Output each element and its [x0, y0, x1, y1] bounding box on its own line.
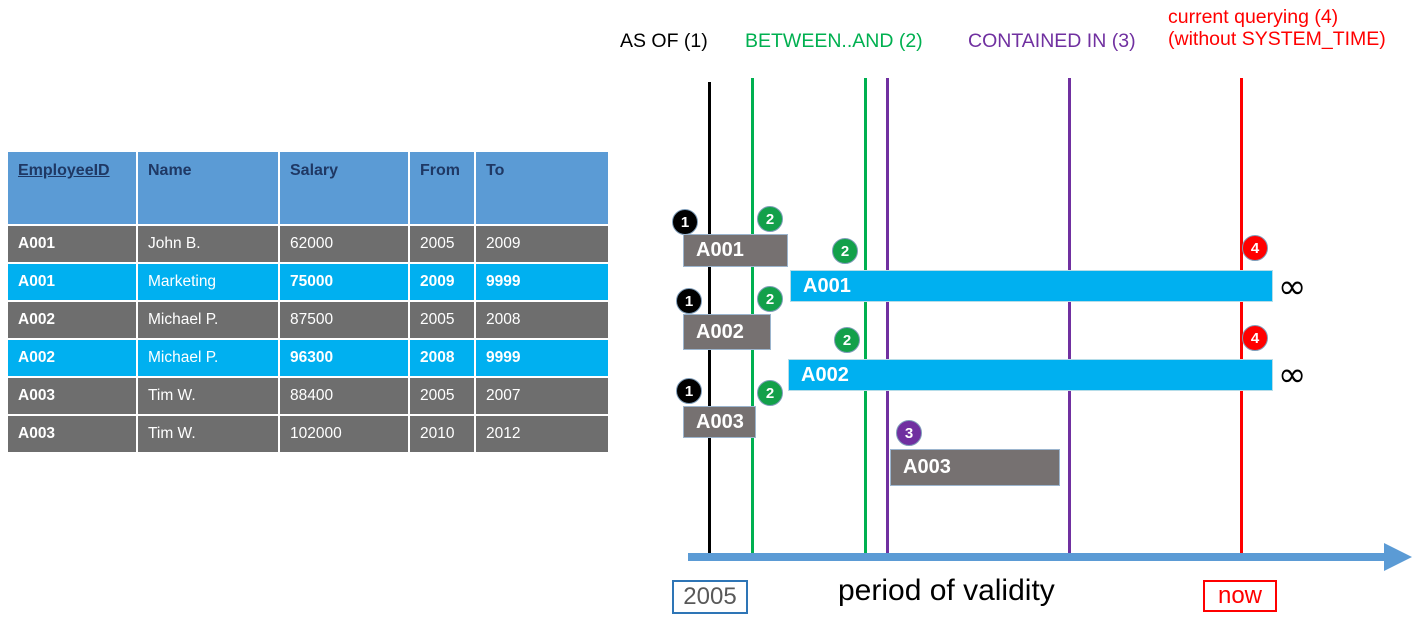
- bar-a003-historical: A003: [683, 406, 756, 438]
- cell-employeeid: A003: [8, 378, 138, 416]
- column-header-from: From: [410, 152, 476, 226]
- table-row: A002 Michael P. 96300 2008 9999: [8, 340, 608, 378]
- cell-to: 2012: [476, 416, 608, 454]
- column-header-salary-label: Salary: [290, 162, 339, 179]
- cell-to: 9999: [476, 340, 608, 378]
- timeline-axis: [688, 553, 1388, 561]
- marker-2-between-a002-cyan: 2: [834, 327, 860, 353]
- marker-2-between-a001-gray: 2: [757, 206, 783, 232]
- bar-a002-current: A002: [788, 359, 1273, 391]
- column-header-name-label: Name: [148, 162, 192, 179]
- legend-as-of: AS OF (1): [620, 30, 708, 52]
- legend-between-and: BETWEEN..AND (2): [745, 30, 923, 52]
- timeline-arrow-icon: [1384, 543, 1412, 571]
- cell-from: 2010: [410, 416, 476, 454]
- marker-2-between-a002-gray: 2: [757, 286, 783, 312]
- cell-from: 2005: [410, 302, 476, 340]
- query-line-contained-start: [886, 78, 889, 557]
- legend-contained-in: CONTAINED IN (3): [968, 30, 1136, 52]
- column-header-from-label: From: [420, 162, 460, 179]
- bar-a002-historical: A002: [683, 314, 771, 350]
- column-header-employeeid-label: EmployeeID: [18, 162, 110, 179]
- cell-to: 2009: [476, 226, 608, 264]
- axis-start-label: 2005: [672, 580, 748, 614]
- cell-salary: 96300: [280, 340, 410, 378]
- marker-4-now-a001: 4: [1242, 235, 1268, 261]
- column-header-to-label: To: [486, 162, 505, 179]
- infinity-symbol-a002: ∞: [1278, 355, 1307, 395]
- cell-name: Tim W.: [138, 378, 280, 416]
- marker-3-contained-a003: 3: [896, 420, 922, 446]
- marker-1-asof-a002: 1: [676, 288, 702, 314]
- column-header-employeeid: EmployeeID: [8, 152, 138, 226]
- cell-name: John B.: [138, 226, 280, 264]
- legend-current-querying: current querying (4) (without SYSTEM_TIM…: [1168, 6, 1386, 50]
- cell-employeeid: A003: [8, 416, 138, 454]
- cell-from: 2005: [410, 378, 476, 416]
- cell-salary: 87500: [280, 302, 410, 340]
- table-row: A003 Tim W. 88400 2005 2007: [8, 378, 608, 416]
- cell-to: 2008: [476, 302, 608, 340]
- table-row: A003 Tim W. 102000 2010 2012: [8, 416, 608, 454]
- query-line-contained-end: [1068, 78, 1071, 557]
- table-row: A001 Marketing 75000 2009 9999: [8, 264, 608, 302]
- marker-2-between-a001-cyan: 2: [832, 238, 858, 264]
- column-header-salary: Salary: [280, 152, 410, 226]
- cell-name: Michael P.: [138, 302, 280, 340]
- legend-current-querying-line1: current querying (4): [1168, 6, 1339, 28]
- query-line-now: [1240, 78, 1243, 557]
- column-header-to: To: [476, 152, 608, 226]
- axis-now-label: now: [1203, 580, 1277, 612]
- legend-current-querying-line2: (without SYSTEM_TIME): [1168, 28, 1386, 50]
- marker-1-asof-a003: 1: [676, 378, 702, 404]
- infinity-symbol-a001: ∞: [1278, 267, 1307, 307]
- cell-employeeid: A001: [8, 264, 138, 302]
- marker-1-asof-a001: 1: [672, 209, 698, 235]
- cell-from: 2005: [410, 226, 476, 264]
- table-row: A002 Michael P. 87500 2005 2008: [8, 302, 608, 340]
- column-header-name: Name: [138, 152, 280, 226]
- cell-name: Michael P.: [138, 340, 280, 378]
- cell-salary: 75000: [280, 264, 410, 302]
- cell-employeeid: A002: [8, 340, 138, 378]
- axis-title: period of validity: [838, 574, 1055, 607]
- marker-2-between-a003: 2: [757, 380, 783, 406]
- table-header-row: EmployeeID Name Salary From To: [8, 152, 608, 226]
- query-line-between-end: [864, 78, 867, 557]
- cell-to: 9999: [476, 264, 608, 302]
- employee-table: EmployeeID Name Salary From To A001 John…: [8, 152, 608, 454]
- cell-name: Tim W.: [138, 416, 280, 454]
- cell-employeeid: A002: [8, 302, 138, 340]
- cell-salary: 88400: [280, 378, 410, 416]
- bar-a001-historical: A001: [683, 234, 788, 267]
- bar-a003-second: A003: [890, 449, 1060, 486]
- cell-salary: 102000: [280, 416, 410, 454]
- cell-salary: 62000: [280, 226, 410, 264]
- table-row: A001 John B. 62000 2005 2009: [8, 226, 608, 264]
- cell-name: Marketing: [138, 264, 280, 302]
- cell-from: 2009: [410, 264, 476, 302]
- bar-a001-current: A001: [790, 270, 1273, 302]
- marker-4-now-a002: 4: [1242, 325, 1268, 351]
- cell-from: 2008: [410, 340, 476, 378]
- cell-to: 2007: [476, 378, 608, 416]
- cell-employeeid: A001: [8, 226, 138, 264]
